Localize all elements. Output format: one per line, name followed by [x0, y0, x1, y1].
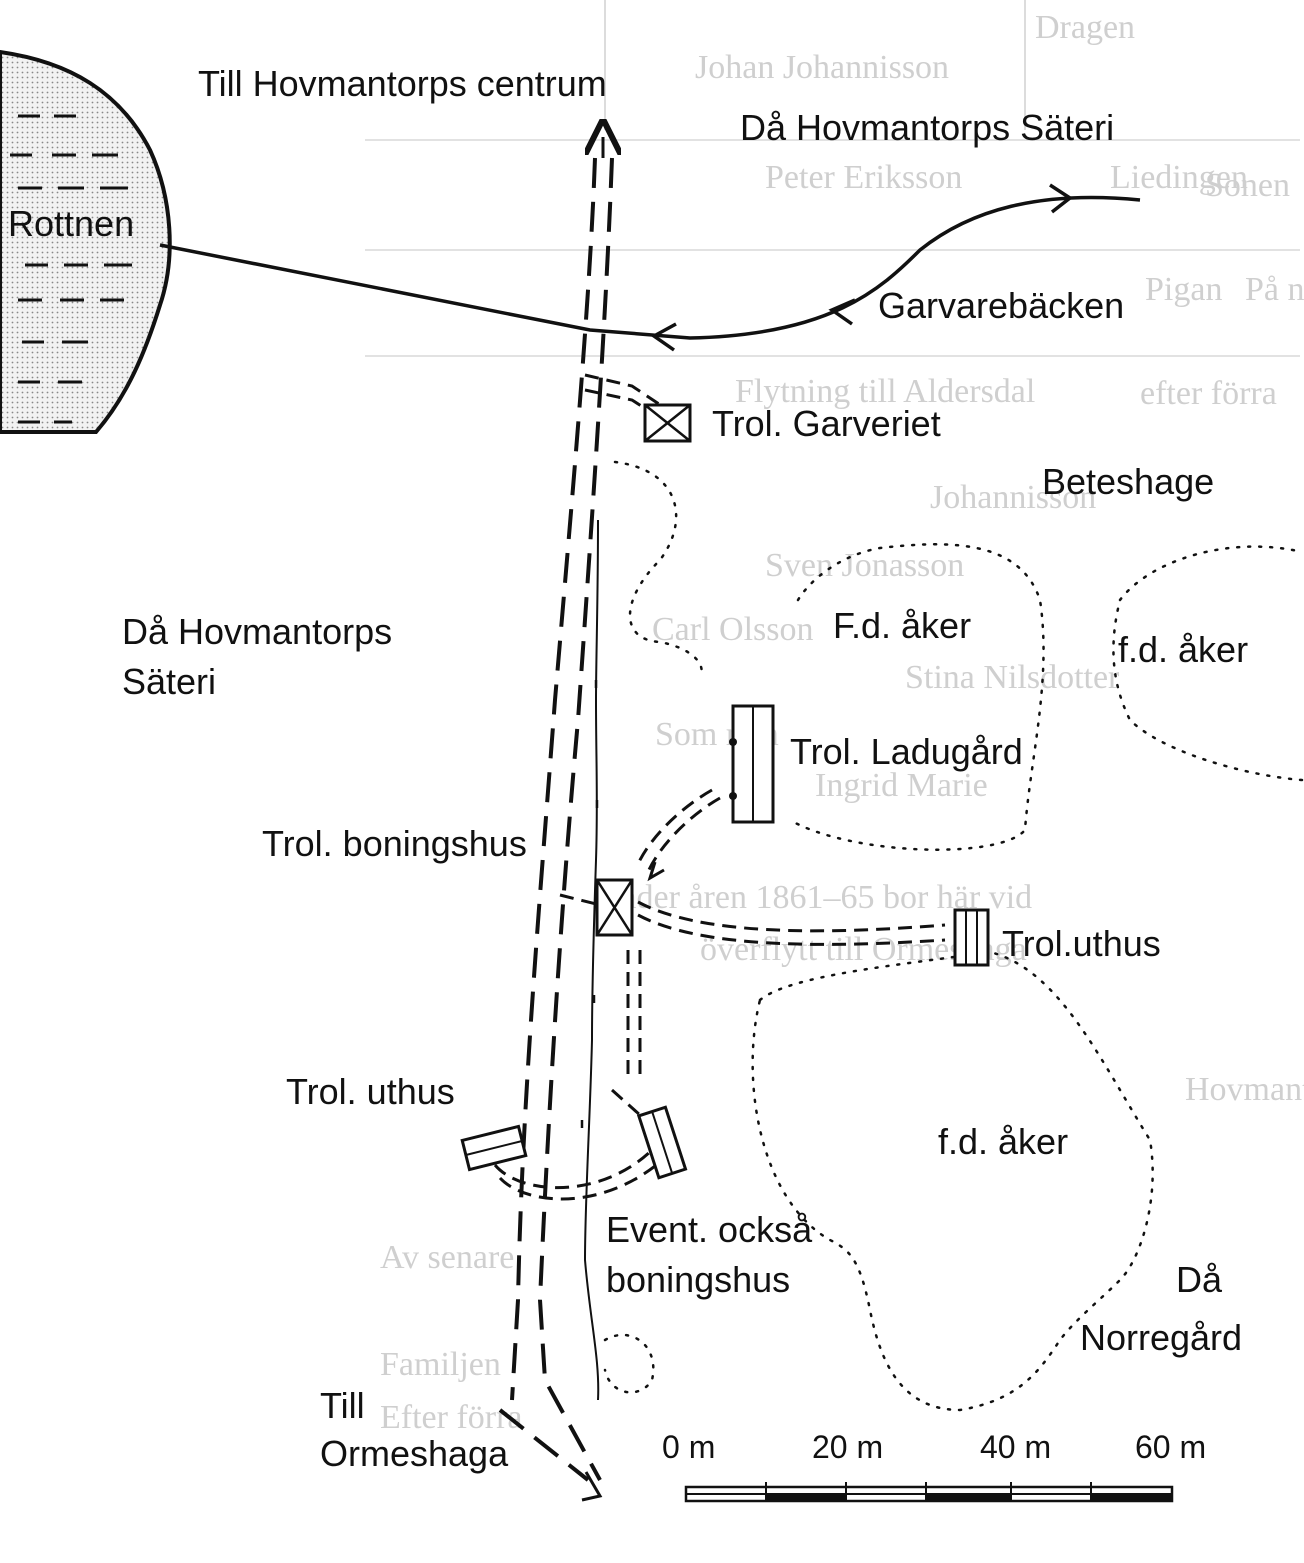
ghost-text: Familjen [380, 1346, 501, 1383]
ghost-text: Av senare [380, 1239, 514, 1276]
label-trol-uthus-left: Trol. uthus [286, 1071, 455, 1112]
ghost-text: Sonen [1205, 167, 1290, 204]
ghost-text: Liedingen [1110, 159, 1248, 196]
ghost-text: Stina Nilsdotter [905, 659, 1120, 696]
label-till: Till [320, 1385, 365, 1426]
label-da-hovmantorps: Då Hovmantorps [122, 611, 392, 652]
path-ticks [580, 680, 599, 1128]
scale-tick-0: 0 m [662, 1429, 715, 1465]
scale-tick-60: 60 m [1135, 1429, 1206, 1465]
ghost-text: Ingrid Marie [815, 767, 988, 804]
ghost-text: Flytning till Aldersdal [735, 373, 1035, 410]
ghost-text: efter förra [1140, 375, 1277, 412]
ghost-text: Hovmantorp [1185, 1071, 1304, 1108]
label-rottnen: Rottnen [8, 203, 134, 244]
building-uthus-left [460, 1124, 528, 1172]
field-boundaries [603, 460, 1304, 1412]
scale-tick-20: 20 m [812, 1429, 883, 1465]
main-road [498, 157, 614, 1482]
building-uthus-right [953, 908, 990, 967]
label-norregard: Norregård [1080, 1317, 1242, 1358]
ghost-text: Pigan [1145, 271, 1222, 308]
ghost-text: Johannisson [930, 479, 1096, 516]
ghost-text: Sven Jonasson [765, 547, 964, 584]
label-till-hovmantorps-centrum: Till Hovmantorps centrum [198, 63, 607, 104]
label-fd-aker-3: f.d. åker [938, 1121, 1068, 1162]
label-trol-uthus-right: Trol.uthus [1002, 923, 1161, 964]
building-ladugard [729, 704, 775, 824]
label-event-boningshus: boningshus [606, 1259, 790, 1300]
ghost-text: Efter förra [380, 1399, 523, 1436]
label-ormeshaga: Ormeshaga [320, 1433, 509, 1474]
label-da-hovmantorps-sateri-top: Då Hovmantorps Säteri [740, 107, 1114, 148]
building-boningshus [595, 878, 634, 937]
label-trol-garveriet: Trol. Garveriet [712, 403, 941, 444]
label-beteshage: Beteshage [1042, 461, 1214, 502]
label-garvarebacken: Garvarebäcken [878, 285, 1124, 326]
ghost-text: Dragen [1035, 9, 1135, 46]
scale-tick-40: 40 m [980, 1429, 1051, 1465]
building-event-boningshus [636, 1105, 688, 1180]
stream-garvarebacken [159, 183, 1141, 352]
ghost-text: Johan Johannisson [695, 49, 949, 86]
label-da: Då [1176, 1259, 1223, 1300]
scale-bar: 0 m 20 m 40 m 60 m [662, 1429, 1206, 1503]
label-sateri: Säteri [122, 661, 216, 702]
ghost-text: Peter Eriksson [765, 159, 962, 196]
footpath [583, 519, 600, 1401]
lake-rottnen [0, 49, 172, 434]
background-ghost-text: Dragen Johan Johannisson Liedingen Peter… [365, 0, 1304, 1436]
label-trol-ladugard: Trol. Ladugård [790, 731, 1023, 772]
arrow-to-ormeshaga-icon [581, 1471, 603, 1502]
label-event-ocksa: Event. också [606, 1209, 813, 1250]
label-fd-aker-1: F.d. åker [833, 605, 971, 646]
label-trol-boningshus: Trol. boningshus [262, 823, 527, 864]
building-garveriet [643, 403, 692, 443]
ghost-text: Carl Olsson [652, 611, 814, 648]
ghost-text: På nästa [1245, 271, 1304, 308]
map-labels: Till Hovmantorps centrum Då Hovmantorps … [8, 63, 1248, 1474]
label-fd-aker-2: f.d. åker [1118, 629, 1248, 670]
